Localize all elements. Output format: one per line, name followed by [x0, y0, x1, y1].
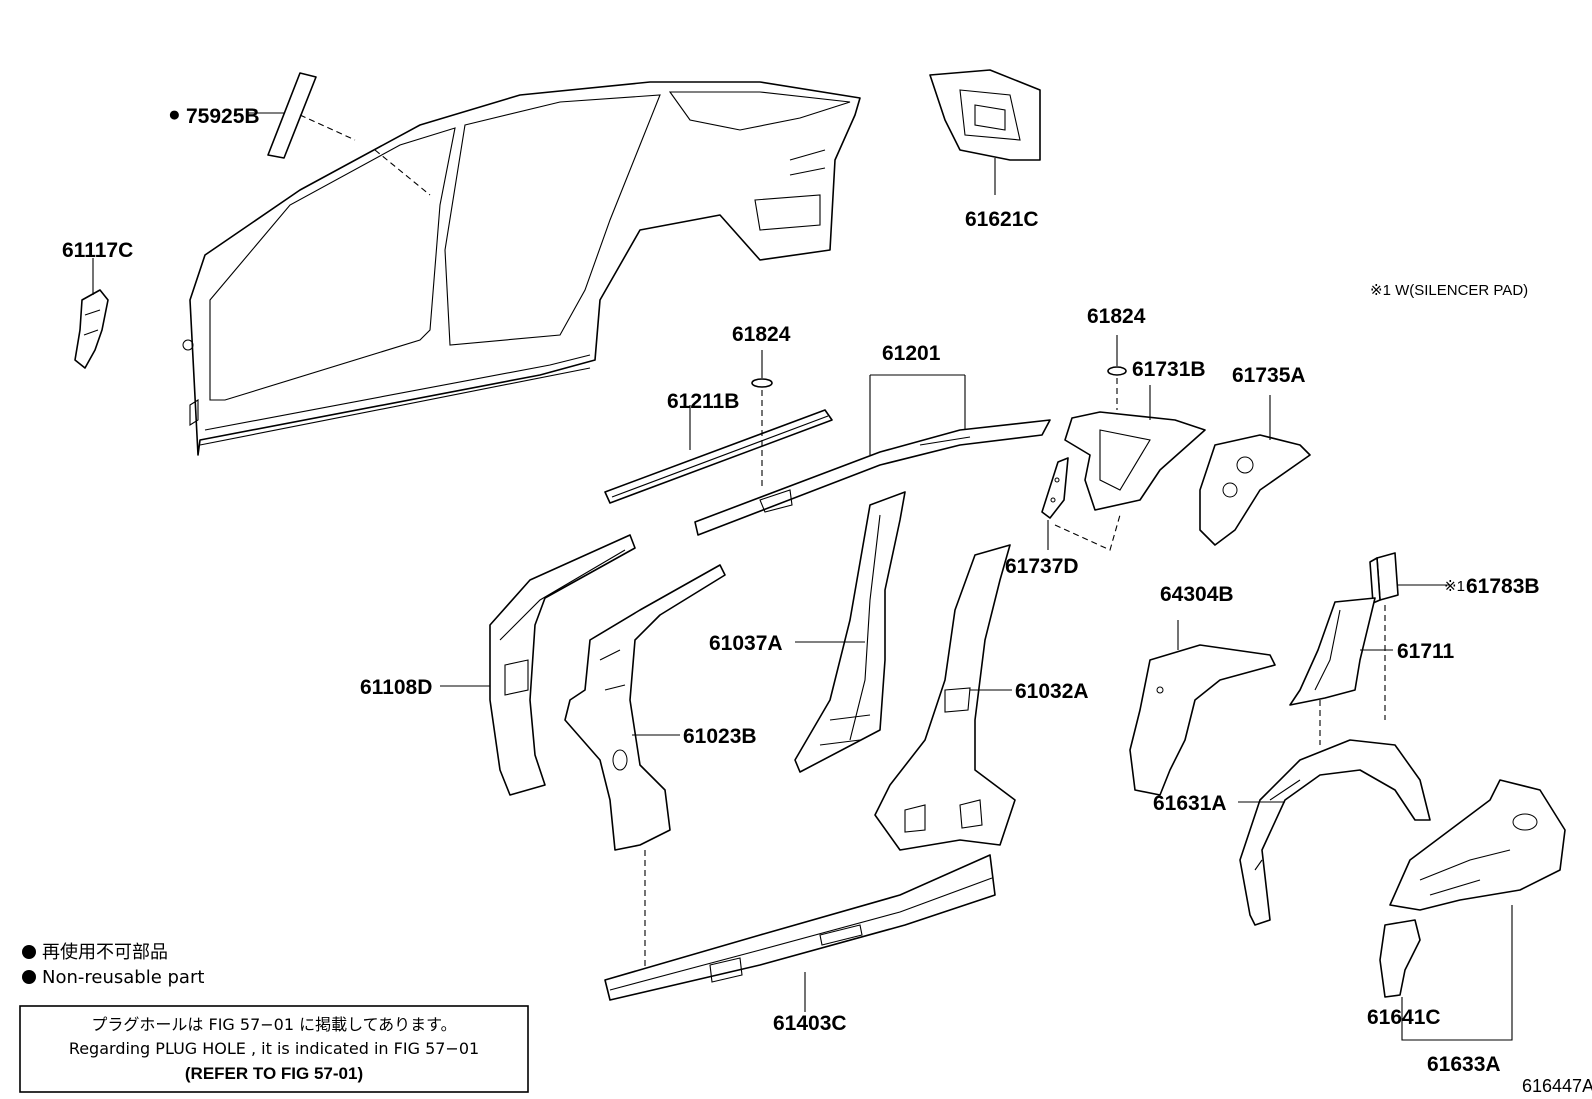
part-61633A-wheel-housing-inner — [1389, 779, 1566, 911]
part-61032A-center-pillar-inner — [874, 544, 1016, 851]
silencer-pad-note: ※1 W(SILENCER PAD) — [1370, 282, 1528, 299]
bullet-75925B: ● — [168, 103, 181, 126]
info-box-line-en: Regarding PLUG HOLE , it is indicated in… — [69, 1039, 479, 1058]
legend-en: Non-reusable part — [42, 967, 204, 988]
label-61201: 61201 — [882, 342, 941, 365]
label-61824-left: 61824 — [732, 323, 791, 346]
part-61731B-panel — [1064, 411, 1206, 511]
label-61633A: 61633A — [1427, 1053, 1501, 1076]
label-61023B: 61023B — [683, 725, 757, 748]
legend-jp: 再使用不可部品 — [42, 942, 168, 963]
part-61117C-bracket — [74, 289, 109, 369]
part-61211B-roof-rail — [604, 409, 833, 504]
label-61783B: 61783B — [1466, 575, 1540, 598]
label-61731B: 61731B — [1132, 358, 1206, 381]
part-75925B-strip — [267, 72, 317, 159]
label-61117C: 61117C — [62, 239, 133, 262]
part-61023B-front-pillar-lower — [564, 564, 726, 851]
ref-mark-61783B: ※1 — [1444, 578, 1465, 595]
part-61824-grommet-right — [1107, 366, 1127, 376]
info-box-line-jp: プラグホールは FIG 57−01 に掲載してあります。 — [91, 1015, 456, 1034]
part-61783B-silencer-pad — [1369, 552, 1399, 604]
part-61824-grommet-left — [751, 378, 773, 388]
part-61631A-wheel-housing-outer — [1239, 739, 1431, 926]
label-61211B: 61211B — [667, 390, 739, 413]
info-box-line-ref: (REFER TO FIG 57-01) — [185, 1064, 363, 1083]
label-61737D: 61737D — [1005, 555, 1079, 578]
label-61032A: 61032A — [1015, 680, 1089, 703]
label-61621C: 61621C — [965, 208, 1039, 231]
plug-hole-info-box — [19, 1005, 529, 1093]
label-61711: 61711 — [1397, 640, 1455, 663]
label-61641C: 61641C — [1367, 1006, 1441, 1029]
bracket-61201 — [869, 374, 966, 455]
label-61037A: 61037A — [709, 632, 783, 655]
leader-75925B-dash — [299, 114, 431, 196]
label-61735A: 61735A — [1232, 364, 1306, 387]
bracket-61641C-61633A — [1401, 905, 1513, 1041]
part-61201-roof-side-inner — [694, 419, 1051, 536]
part-61737D-bracket — [1041, 457, 1069, 519]
part-64304B-bracket — [1129, 644, 1276, 796]
label-61824-right: 61824 — [1087, 305, 1146, 328]
part-61037A-center-pillar — [794, 491, 906, 773]
part-61108D-front-pillar — [489, 534, 636, 796]
figure-id: 616447A — [1522, 1076, 1592, 1096]
label-61108D: 61108D — [360, 676, 432, 699]
label-61403C: 61403C — [773, 1012, 847, 1035]
part-61403C-rocker-panel — [604, 854, 996, 1001]
part-61641C-extension — [1379, 919, 1421, 998]
part-61621C-rear-panel — [929, 69, 1041, 161]
side-outer-panel — [182, 81, 861, 456]
part-61711-bracket — [1289, 597, 1376, 706]
label-64304B: 64304B — [1160, 583, 1234, 606]
legend-bullet-jp — [22, 945, 36, 959]
label-61631A: 61631A — [1153, 792, 1227, 815]
part-61735A-panel — [1199, 434, 1311, 546]
label-75925B: 75925B — [186, 105, 260, 128]
legend-bullet-en — [22, 970, 36, 984]
dash-61737D — [1054, 514, 1121, 551]
